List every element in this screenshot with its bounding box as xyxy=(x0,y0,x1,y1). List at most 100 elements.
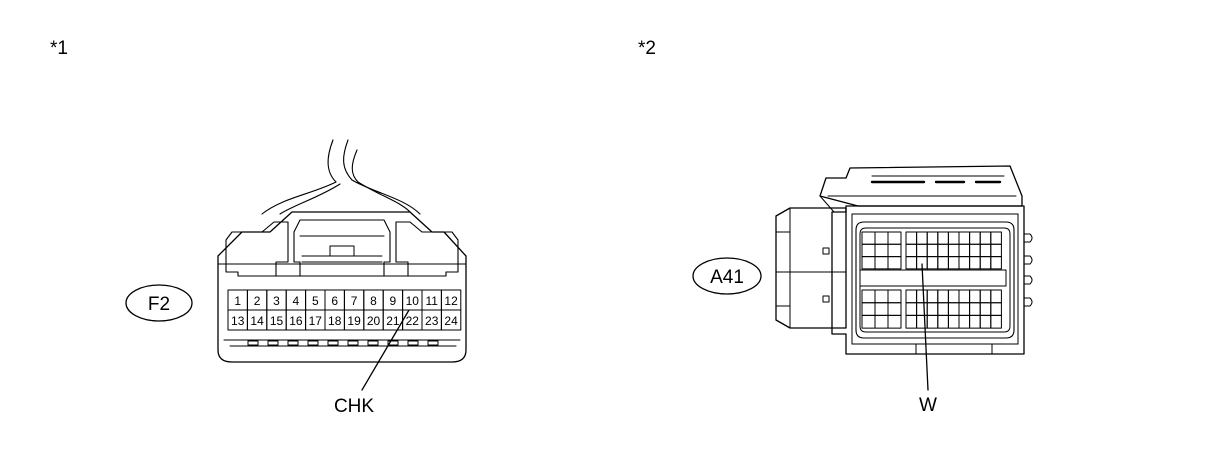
cavity-cell xyxy=(874,289,889,304)
cavity-cell xyxy=(979,289,992,304)
cavity-cell xyxy=(969,314,981,329)
pin-number: 7 xyxy=(351,294,358,308)
connector-a41 xyxy=(775,165,1033,355)
cavity-cell xyxy=(874,314,889,329)
cavity-cell xyxy=(979,314,992,329)
pin-number: 3 xyxy=(273,294,280,308)
cavity-cell xyxy=(979,243,992,258)
pin-number: 13 xyxy=(231,314,245,328)
a41-pin-grid xyxy=(861,231,1002,329)
cavity-cell xyxy=(874,256,889,270)
cavity-cell xyxy=(947,243,960,258)
cavity-cell xyxy=(979,302,992,316)
cavity-cell xyxy=(861,302,876,316)
cavity-cell xyxy=(887,231,902,245)
cavity-cell xyxy=(861,314,876,329)
cavity-cell xyxy=(926,314,939,329)
marker-1: *1 xyxy=(50,38,68,59)
pin-number: 22 xyxy=(406,314,420,328)
cavity-cell xyxy=(916,231,928,245)
cavity-cell xyxy=(905,314,918,329)
cavity-cell xyxy=(905,289,918,304)
cavity-cell xyxy=(905,231,918,245)
f2-connector-label: F2 xyxy=(148,294,170,315)
cavity-cell xyxy=(874,231,889,245)
cavity-cell xyxy=(969,302,981,316)
cavity-cell xyxy=(958,289,971,304)
marker-2: *2 xyxy=(638,38,656,59)
cavity-cell xyxy=(958,243,971,258)
cavity-cell xyxy=(990,314,1002,329)
cavity-cell xyxy=(958,302,971,316)
pin-number: 20 xyxy=(367,314,381,328)
cavity-cell xyxy=(947,302,960,316)
pin-number: 19 xyxy=(347,314,361,328)
cavity-cell xyxy=(990,302,1002,316)
cavity-cell xyxy=(905,302,918,316)
pin-number: 10 xyxy=(406,294,420,308)
cavity-cell xyxy=(990,231,1002,245)
cavity-cell xyxy=(937,256,949,270)
cavity-cell xyxy=(887,243,902,258)
cavity-cell xyxy=(861,231,876,245)
cavity-cell xyxy=(887,256,902,270)
pin-number: 1 xyxy=(234,294,241,308)
cavity-cell xyxy=(905,243,918,258)
cavity-cell xyxy=(947,314,960,329)
cavity-cell xyxy=(969,256,981,270)
cavity-cell xyxy=(947,256,960,270)
cavity-cell xyxy=(979,256,992,270)
cavity-cell xyxy=(926,302,939,316)
cavity-cell xyxy=(937,302,949,316)
pin-number: 4 xyxy=(293,294,300,308)
pin-number: 21 xyxy=(386,314,400,328)
cavity-cell xyxy=(926,256,939,270)
pin-number: 15 xyxy=(270,314,284,328)
cavity-cell xyxy=(916,243,928,258)
a41-connector-label: A41 xyxy=(710,267,744,288)
pin-number: 18 xyxy=(328,314,342,328)
pin-number: 11 xyxy=(425,294,438,308)
side-tabs xyxy=(1023,233,1033,307)
bottom-rail-slots xyxy=(247,340,439,346)
pin-number: 16 xyxy=(289,314,303,328)
chk-leader-line xyxy=(361,309,410,391)
cavity-cell xyxy=(916,289,928,304)
pin-number: 8 xyxy=(370,294,377,308)
w-leader-line xyxy=(921,263,929,391)
a41-label-ellipse xyxy=(692,257,762,295)
pin-number: 2 xyxy=(254,294,261,308)
cavity-cell xyxy=(990,256,1002,270)
cavity-cell xyxy=(905,256,918,270)
cavity-cell xyxy=(861,289,876,304)
pin-number: 9 xyxy=(390,294,397,308)
pin-number: 23 xyxy=(425,314,439,328)
pin-number: 5 xyxy=(312,294,319,308)
pin-number: 12 xyxy=(444,294,458,308)
cavity-cell xyxy=(861,243,876,258)
w-callout: W xyxy=(919,395,937,416)
cavity-cell xyxy=(937,314,949,329)
cavity-cell xyxy=(958,256,971,270)
cavity-cell xyxy=(937,243,949,258)
cavity-cell xyxy=(990,289,1002,304)
cavity-cell xyxy=(969,243,981,258)
cavity-cell xyxy=(926,243,939,258)
cavity-cell xyxy=(937,231,949,245)
cavity-cell xyxy=(926,289,939,304)
cavity-cell xyxy=(887,289,902,304)
cavity-cell xyxy=(990,243,1002,258)
cavity-cell xyxy=(979,231,992,245)
cavity-cell xyxy=(874,243,889,258)
cavity-cell xyxy=(947,289,960,304)
cavity-cell xyxy=(874,302,889,316)
cavity-cell xyxy=(926,231,939,245)
pin-cell xyxy=(440,309,462,331)
pin-number: 24 xyxy=(444,314,458,328)
cavity-cell xyxy=(969,231,981,245)
wire-harness xyxy=(261,139,421,215)
cavity-cell xyxy=(937,289,949,304)
